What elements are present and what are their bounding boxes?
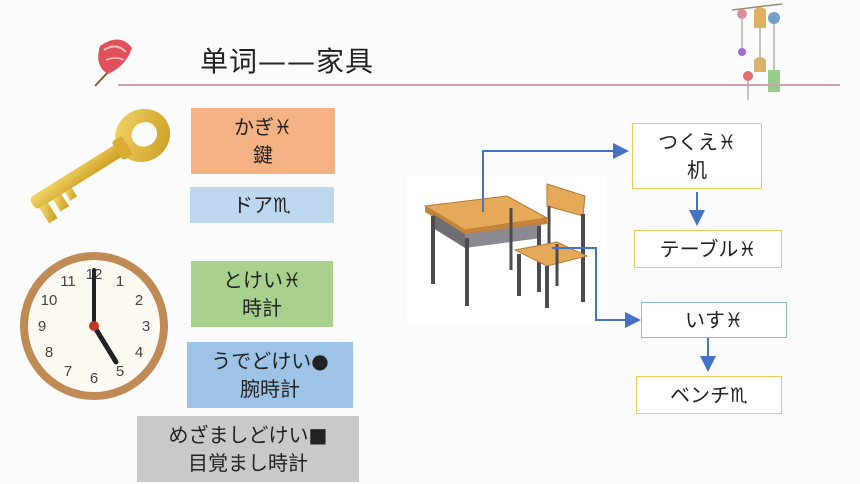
card-isu: いす♓ xyxy=(641,302,787,338)
card-reading: つくえ♓ xyxy=(658,130,736,154)
wind-chimes-icon xyxy=(731,3,783,100)
clock-numeral: 8 xyxy=(45,344,53,361)
card-reading: うでどけい● xyxy=(211,349,329,373)
wall-clock-icon: 121234567891011 xyxy=(20,252,168,400)
clock-numeral: 9 xyxy=(38,318,46,335)
clock-numeral: 4 xyxy=(135,344,143,361)
desk-and-chair-image xyxy=(407,176,607,326)
clock-numeral: 1 xyxy=(116,273,124,290)
card-kanji: 目覚まし時計 xyxy=(188,451,308,475)
clock-numeral: 11 xyxy=(60,273,76,290)
card-reading: かぎ♓ xyxy=(234,115,292,139)
card-benchi: ベンチ♏ xyxy=(636,376,782,414)
card-kanji: 腕時計 xyxy=(240,377,300,401)
clock-numeral: 5 xyxy=(116,363,124,380)
red-paper-umbrella-icon xyxy=(94,39,132,87)
clock-numeral: 3 xyxy=(142,318,150,335)
title-divider xyxy=(118,84,840,86)
card-kanji: 時計 xyxy=(242,296,282,320)
card-doa: ドア♏ xyxy=(190,187,334,223)
card-mezamashidokei: めざましどけい■ 目覚まし時計 xyxy=(137,416,359,482)
card-reading: テーブル♓ xyxy=(659,237,757,261)
card-reading: とけい♓ xyxy=(223,268,301,292)
card-reading: いす♓ xyxy=(685,308,743,332)
card-tsukue: つくえ♓ 机 xyxy=(632,123,762,189)
page-title: 单词——家具 xyxy=(200,45,375,78)
card-reading: ベンチ♏ xyxy=(670,383,748,407)
card-reading: ドア♏ xyxy=(233,193,291,217)
card-tokei: とけい♓ 時計 xyxy=(191,261,333,327)
clock-numeral: 6 xyxy=(90,370,98,387)
card-teeburu: テーブル♓ xyxy=(634,230,782,268)
clock-numeral: 2 xyxy=(135,292,143,309)
card-udedokei: うでどけい● 腕時計 xyxy=(187,342,353,408)
card-reading: めざましどけい■ xyxy=(168,423,328,447)
card-kanji: 机 xyxy=(687,158,707,182)
card-kagi: かぎ♓ 鍵 xyxy=(191,108,335,174)
clock-numeral: 7 xyxy=(64,363,72,380)
clock-numeral: 10 xyxy=(41,292,58,309)
golden-key-icon xyxy=(30,108,171,224)
card-kanji: 鍵 xyxy=(253,143,273,167)
